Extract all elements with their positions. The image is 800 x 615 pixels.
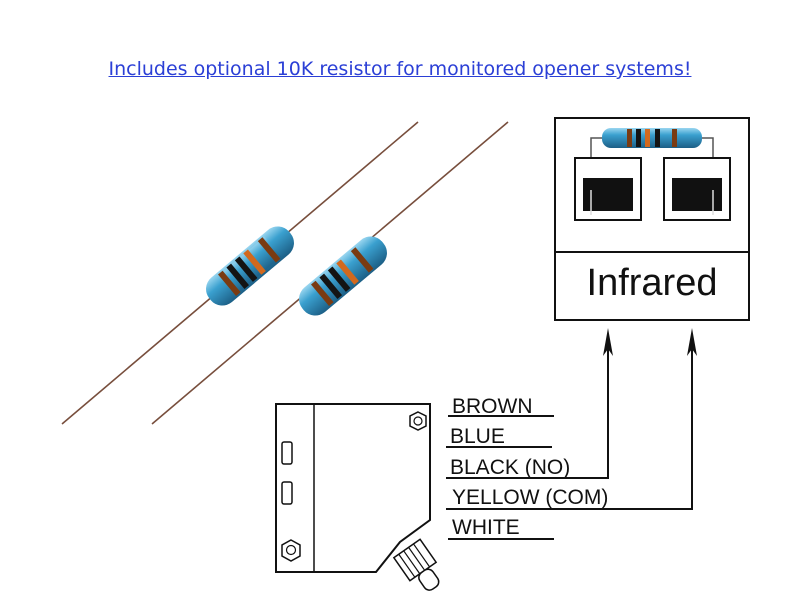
resistor-body (602, 128, 702, 148)
led-slot-icon (281, 481, 293, 505)
cable-gland-icon (392, 538, 440, 591)
resistor-band (311, 280, 334, 307)
terminal-right (663, 157, 731, 221)
resistor-band (257, 237, 281, 263)
resistor-band (226, 263, 250, 289)
hex-screw-icon (281, 539, 301, 562)
resistor-band (336, 259, 359, 285)
led-slot-icon (281, 441, 293, 465)
wire-line-yellow-to-terminal (446, 340, 693, 510)
photo-eye-sensor (275, 403, 440, 591)
resistor-band (218, 270, 241, 297)
arrow-up-icon (603, 328, 613, 356)
wire-label-black: BLACK (NO) (450, 456, 570, 479)
wire-line-black-to-terminal (446, 340, 609, 479)
wire-label-white: WHITE (452, 516, 520, 539)
wire-label-yellow: YELLOW (COM) (452, 486, 608, 509)
resistor-band (327, 266, 351, 292)
headline-link[interactable]: Includes optional 10K resistor for monit… (108, 58, 692, 80)
wire-label-brown: BROWN (452, 395, 533, 418)
wire-label-blue: BLUE (450, 425, 505, 448)
resistor-body (299, 236, 387, 316)
wire-list: BROWN BLUE BLACK (NO) YELLOW (COM) WHITE (446, 328, 697, 540)
resistor-band (234, 256, 258, 282)
arrow-up-icon (687, 328, 697, 356)
resistor-photo-right (151, 121, 509, 425)
resistor-band (319, 273, 343, 299)
resistor-photo-left (61, 121, 419, 425)
hex-screw-icon (409, 411, 427, 431)
resistor-band (350, 247, 374, 273)
panel-label: Infrared (587, 262, 718, 304)
resistor-band (243, 249, 266, 275)
terminal-left (574, 157, 642, 221)
infrared-terminal-panel: Infrared (554, 117, 750, 321)
